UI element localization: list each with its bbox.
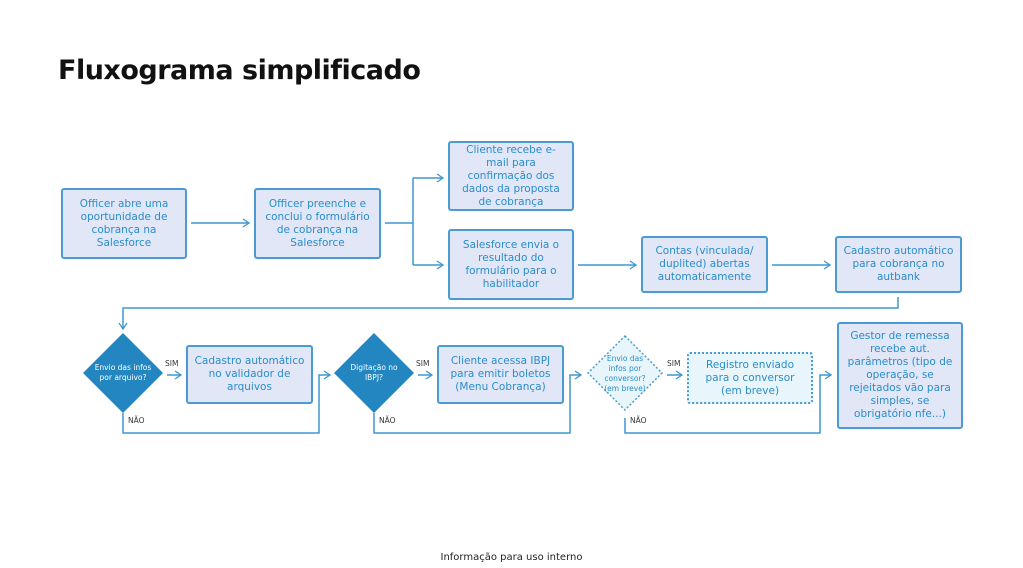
decision-file-label: Envio das infos por arquivo? — [94, 363, 152, 382]
yes-label-1: SIM — [165, 359, 179, 368]
decision-diamond-3 — [586, 334, 664, 412]
decision-converter-label: Envio das infos por conversor? (em breve… — [604, 354, 646, 393]
step-fill-form: Officer preenche e conclui o formulário … — [254, 188, 381, 259]
arrow-b6-d1 — [123, 297, 899, 329]
no-label-1: NÃO — [128, 416, 145, 425]
yes-label-3: SIM — [667, 359, 681, 368]
no-label-2: NÃO — [379, 416, 396, 425]
step-file-validator: Cadastro automático no validador de arqu… — [186, 345, 313, 404]
step-remittance-manager: Gestor de remessa recebe aut. parâmetros… — [837, 322, 963, 429]
decision-diamond-1 — [83, 333, 163, 413]
step-ibpj-boletos: Cliente acessa IBPJ para emitir boletos … — [437, 345, 564, 404]
step-salesforce-sends: Salesforce envia o resultado do formulár… — [448, 229, 574, 300]
step-accounts-opened: Contas (vinculada/ duplited) abertas aut… — [641, 236, 768, 293]
step-open-opportunity: Officer abre uma oportunidade de cobranç… — [61, 188, 187, 259]
arrow-d3-no — [624, 375, 831, 434]
arrow-b2-branch — [385, 178, 414, 265]
decision-ibpj-label: Digitação no IBPJ? — [350, 363, 398, 382]
step-autbank-register: Cadastro automático para cobrança no aut… — [835, 236, 962, 293]
page-title: Fluxograma simplificado — [58, 55, 421, 86]
arrow-d1-no — [122, 375, 330, 434]
decision-diamond-2 — [334, 333, 414, 413]
step-client-email: Cliente recebe e-mail para confirmação d… — [448, 141, 574, 211]
yes-label-2: SIM — [416, 359, 430, 368]
step-converter: Registro enviado para o conversor (em br… — [687, 352, 813, 404]
footer-classification: Informação para uso interno — [440, 552, 583, 563]
arrow-d2-no — [373, 375, 581, 434]
no-label-3: NÃO — [630, 416, 647, 425]
